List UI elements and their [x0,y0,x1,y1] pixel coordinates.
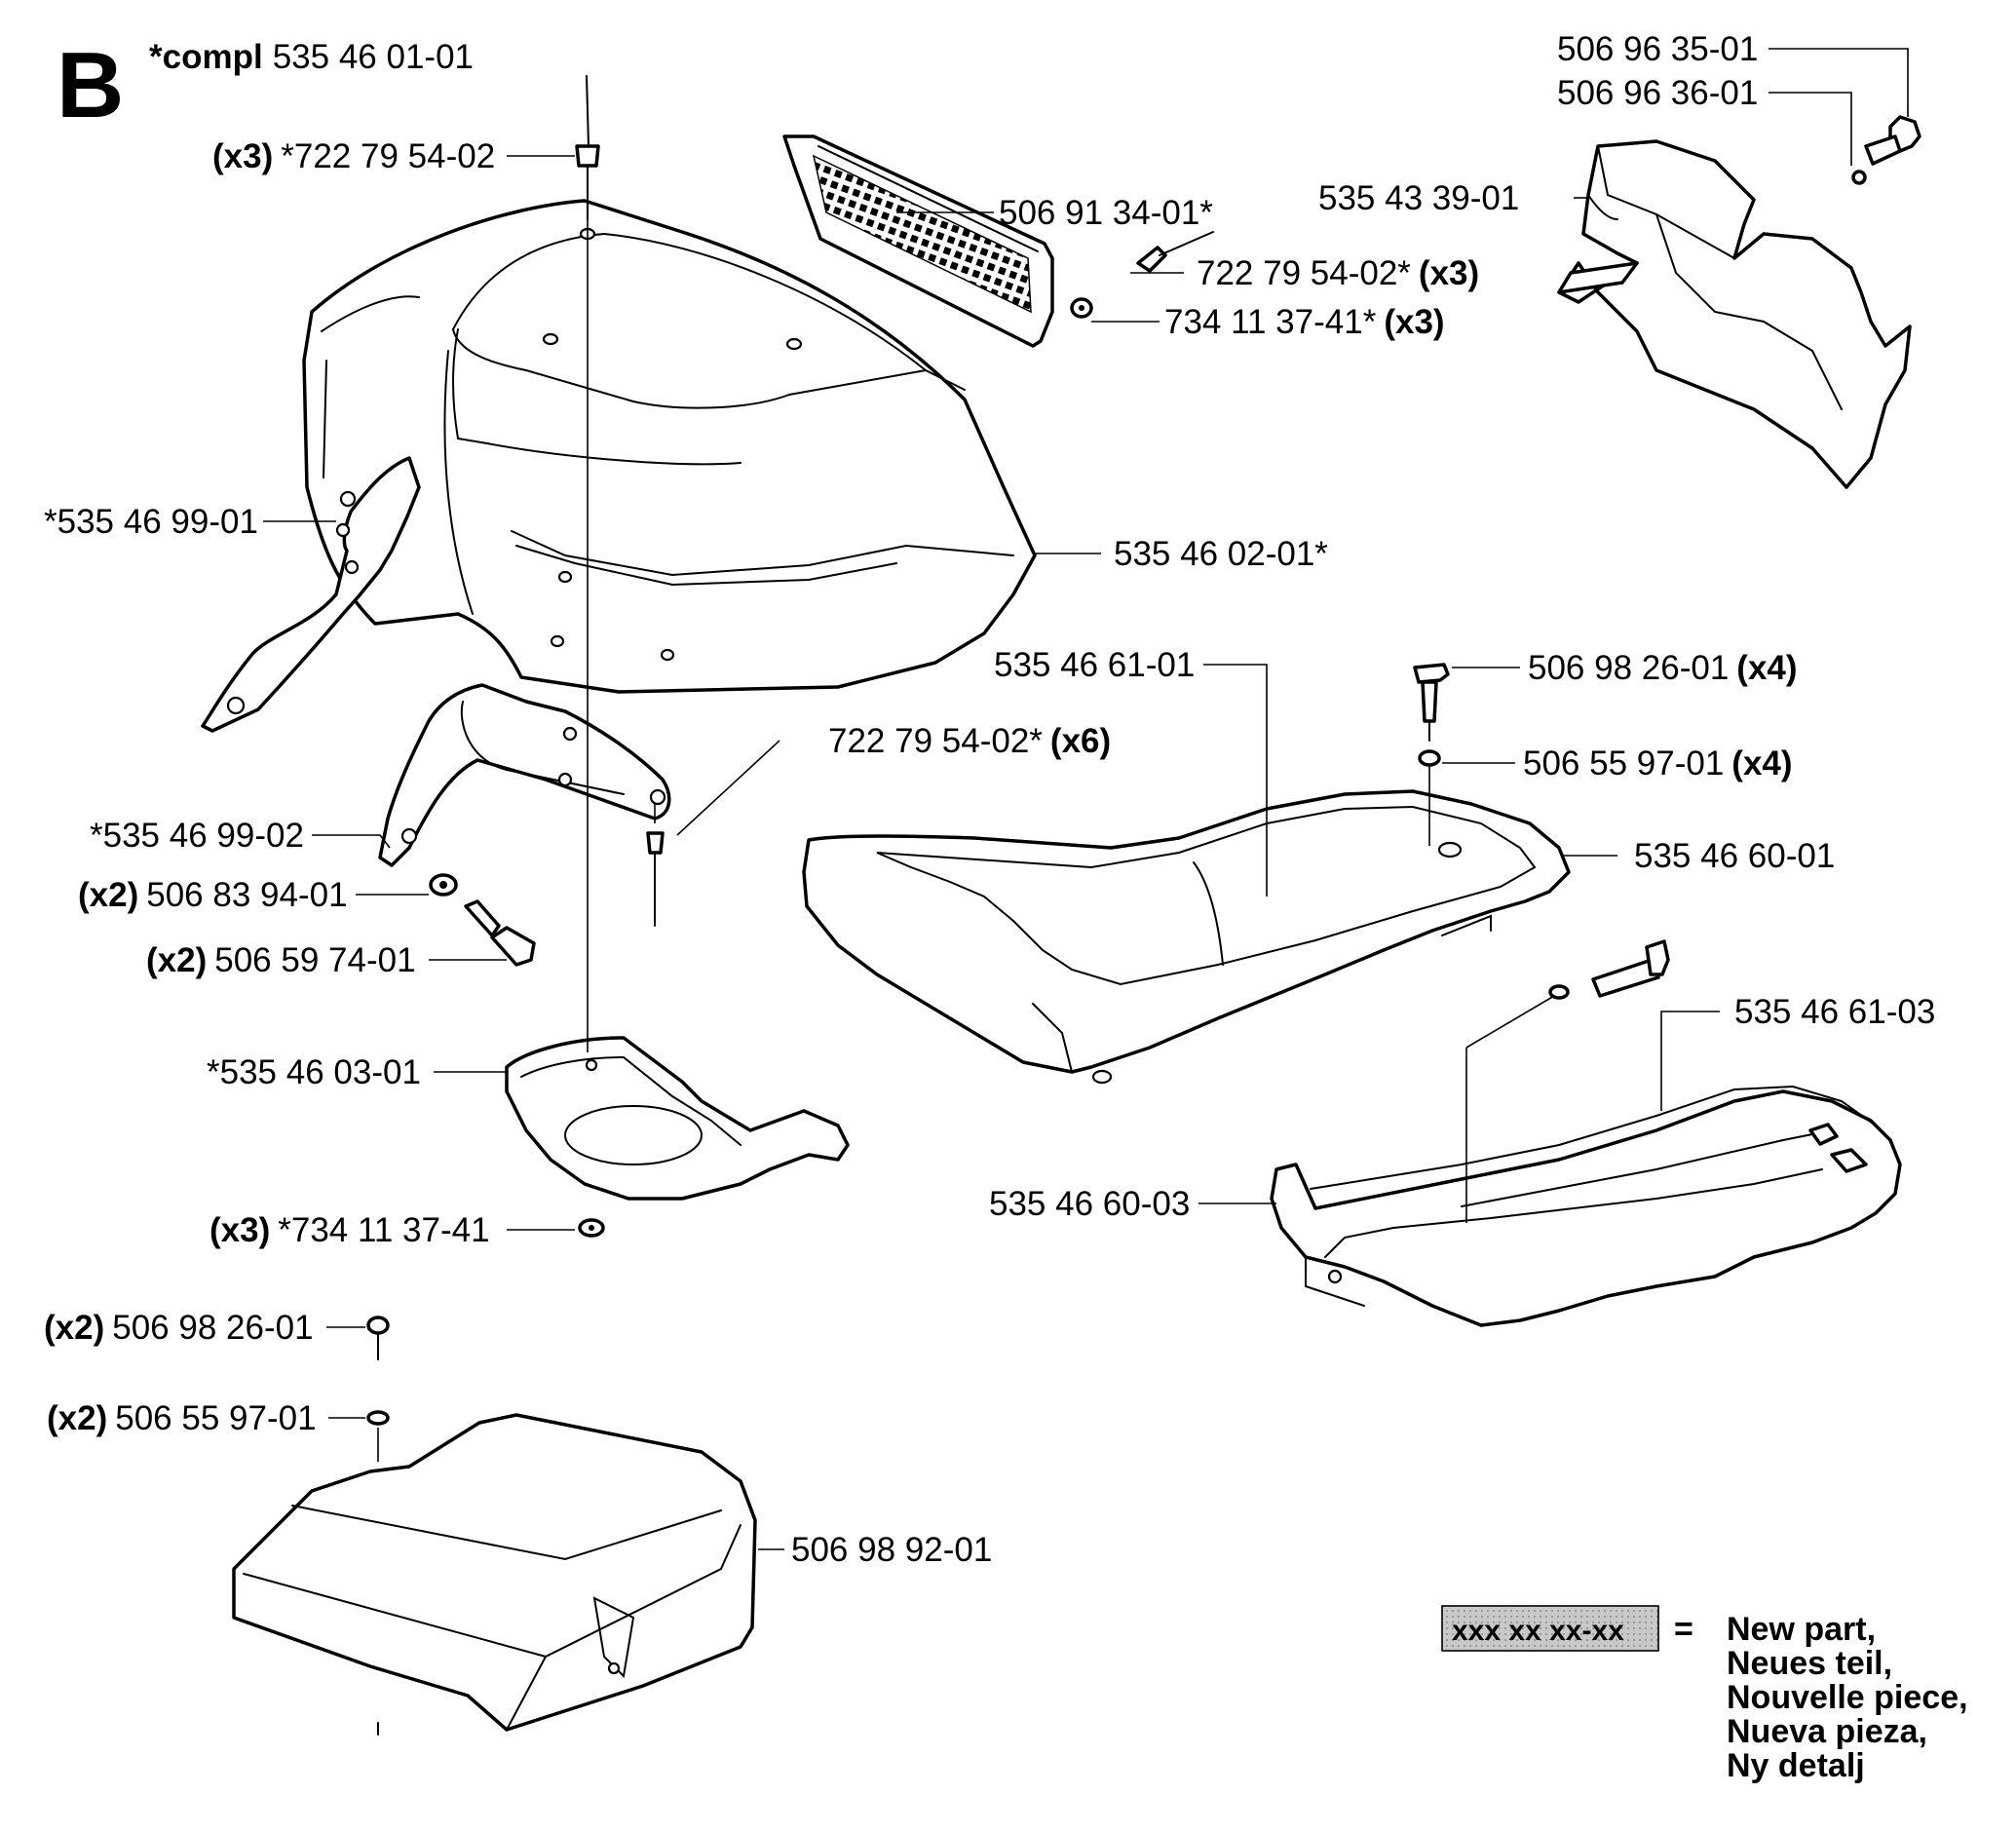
bolt-mid-part [464,899,536,967]
callout-c21: (x3)*734 11 37-41 [209,1211,490,1249]
rivet-top-part [575,75,600,220]
legend-line-4: Nueva pieza, [1727,1713,1927,1750]
legend-sample-box [1441,1605,1659,1652]
callout-c16: (x2)506 83 94-01 [78,876,348,914]
callout-c05: 506 96 35-01 [1557,30,1758,68]
callout-c04: 734 11 37-41*(x3) [1164,303,1445,341]
callout-c15: *535 46 99-02 [90,817,304,855]
battery-cover-part [232,1413,757,1736]
callout-c17: (x2)506 59 74-01 [146,941,416,979]
seat-pan-lower-part [1270,1085,1902,1327]
washer-mid-part [429,873,458,897]
callout-c19: *535 46 03-01 [207,1053,421,1091]
callout-c08: *535 46 99-01 [44,503,258,541]
bowl-part [505,1036,850,1201]
callout-c14: 722 79 54-02*(x6) [828,722,1111,760]
callout-c12: 506 55 97-01(x4) [1523,744,1793,782]
legend: xxx xx xx-xx = New part, Neues teil, Nou… [1441,1605,1968,1784]
main-hood-part [302,199,1037,694]
callout-c06: 506 96 36-01 [1557,74,1758,112]
side-bracket-lower-part [378,683,671,867]
section-letter: B [57,33,124,137]
seat-pin-part [1413,663,1450,846]
callout-c23: (x2)506 55 97-01 [47,1399,317,1437]
callout-c10: 535 46 61-01 [994,646,1195,684]
leader-lines [263,48,1909,1550]
callout-c03: 722 79 54-02*(x3) [1197,254,1479,292]
callout-c24: 506 98 92-01 [791,1531,992,1569]
washer-bowl-part [578,1218,605,1238]
grille-part [782,134,1054,348]
pin-lower-part [1465,939,1670,1223]
guard-cover-part [1557,139,1912,489]
callout-c01: (x3)*722 79 54-02 [212,137,495,175]
legend-equals: = [1674,1611,1693,1648]
side-bracket-upper-part [201,456,421,733]
legend-line-1: New part, [1727,1611,1876,1648]
screw-guard-part [1851,115,1921,185]
legend-sample-text: xxx xx xx-xx [1452,1615,1624,1647]
callout-c22: (x2)506 98 26-01 [44,1309,314,1347]
callout-c07: 535 43 39-01 [1318,179,1519,217]
callout-c02: 506 91 34-01* [999,194,1213,232]
legend-line-5: Ny detalj [1727,1747,1865,1784]
callout-c20: 535 46 60-03 [989,1185,1190,1223]
callout-c11: 506 98 26-01(x4) [1528,649,1798,687]
rivet-mid-part [646,804,665,927]
legend-line-3: Nouvelle piece, [1727,1679,1968,1716]
callout-c18: 535 46 61-03 [1734,993,1935,1031]
rivet-grille-part [1070,231,1214,319]
screw-cover-part [366,1316,390,1462]
callout-c09: 535 46 02-01* [1114,535,1328,573]
seat-pan-upper-part [802,789,1571,1085]
callout-c13: 535 46 60-01 [1634,837,1835,875]
legend-line-2: Neues teil, [1727,1645,1892,1682]
